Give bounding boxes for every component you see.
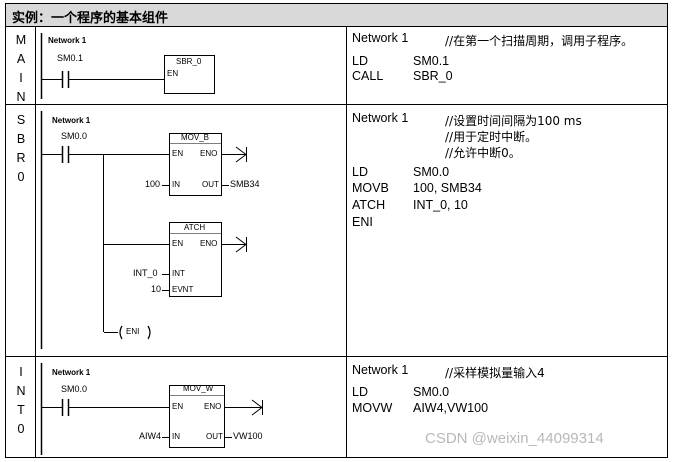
box-name: MOV_B	[181, 133, 210, 142]
stl-opcode: MOVW	[352, 401, 393, 415]
box-input-value: 10	[151, 284, 162, 294]
row-label-letter: S	[16, 113, 26, 127]
row-label-letter: N	[16, 384, 26, 398]
contact-address: SM0.1	[57, 53, 84, 63]
box-pin-out: OUT	[206, 432, 223, 441]
stl-operand: SM0.1	[413, 54, 450, 68]
row-label-letter: M	[15, 33, 27, 47]
box-pin-in: IN	[172, 180, 180, 189]
box-pin-in: IN	[172, 432, 180, 441]
ladder-lines-main	[40, 33, 215, 99]
row-label-letter: I	[19, 71, 23, 85]
row-label-letter: N	[16, 90, 26, 104]
stl-opcode: MOVB	[352, 181, 389, 195]
row-label-sbr0: S B R 0	[10, 111, 32, 187]
stl-opcode: CALL	[352, 69, 384, 83]
box-output-value: SMB34	[230, 179, 260, 189]
box-input-value: AIW4	[139, 431, 162, 441]
coil-label: ENI	[126, 327, 140, 336]
box-name: SBR_0	[176, 57, 202, 66]
box-pin-en: EN	[172, 149, 184, 158]
contact-address: SM0.0	[61, 384, 88, 394]
watermark: CSDN @weixin_44099314	[425, 430, 604, 447]
box-input-value: INT_0	[133, 268, 158, 278]
stl-comment: //设置时间间隔为100 ms	[445, 114, 582, 128]
stl-operand: INT_0, 10	[413, 198, 468, 212]
stl-opcode: ATCH	[352, 198, 386, 212]
row-label-letter: T	[17, 403, 25, 417]
title-bar: 实例：一个程序的基本组件	[6, 4, 667, 26]
contact-address: SM0.0	[61, 131, 88, 141]
stl-operand: SM0.0	[413, 165, 450, 179]
box-pin-eno: ENO	[204, 402, 222, 411]
row-label-letter: 0	[17, 422, 25, 436]
stl-operand: AIW4,VW100	[413, 401, 489, 415]
box-pin-en: EN	[167, 69, 179, 78]
box-pin-evnt: EVNT	[172, 285, 194, 294]
row-label-main: M A I N	[10, 31, 32, 107]
box-pin-en: EN	[172, 239, 184, 248]
document-title: 实例：一个程序的基本组件	[12, 11, 169, 26]
stl-comment: //用于定时中断。	[445, 130, 538, 144]
row-label-letter: R	[16, 151, 26, 165]
box-pin-en: EN	[172, 402, 184, 411]
network-title: Network 1	[52, 116, 91, 125]
stl-operand: 100, SMB34	[413, 181, 482, 195]
ladder-lines-sbr0	[40, 111, 247, 349]
row-label-letter: B	[16, 132, 26, 146]
stl-network-title: Network 1	[352, 363, 409, 377]
stl-opcode: LD	[352, 385, 368, 399]
example-document: 实例：一个程序的基本组件 M A I N Network 1 SM0.1 SBR…	[5, 3, 668, 458]
ladder-lines-int0	[40, 363, 263, 455]
stl-network-title: Network 1	[352, 31, 409, 45]
box-name: ATCH	[184, 223, 206, 232]
box-pin-eno: ENO	[200, 239, 218, 248]
box-output-value: VW100	[233, 431, 263, 441]
network-title: Network 1	[48, 36, 87, 45]
row-label-int0: I N T 0	[10, 363, 32, 439]
box-pin-eno: ENO	[200, 149, 218, 158]
row-label-letter: A	[16, 52, 26, 66]
stl-opcode: LD	[352, 165, 368, 179]
row-label-letter: I	[19, 365, 23, 379]
stl-opcode: ENI	[352, 215, 373, 229]
box-name: MOV_W	[183, 384, 214, 393]
box-input-value: 100	[145, 179, 161, 189]
box-pin-out: OUT	[202, 180, 219, 189]
stl-operand: SM0.0	[413, 385, 450, 399]
box-pin-int: INT	[172, 269, 185, 278]
stl-network-title: Network 1	[352, 111, 409, 125]
table-grid	[5, 3, 668, 458]
stl-comment: //允许中断0。	[445, 146, 521, 160]
network-title: Network 1	[52, 368, 91, 377]
stl-comment: //在第一个扫描周期，调用子程序。	[445, 34, 634, 48]
row-label-letter: 0	[17, 170, 25, 184]
stl-opcode: LD	[352, 54, 368, 68]
stl-comment: //采样模拟量输入4	[445, 366, 545, 380]
stl-operand: SBR_0	[413, 69, 453, 83]
